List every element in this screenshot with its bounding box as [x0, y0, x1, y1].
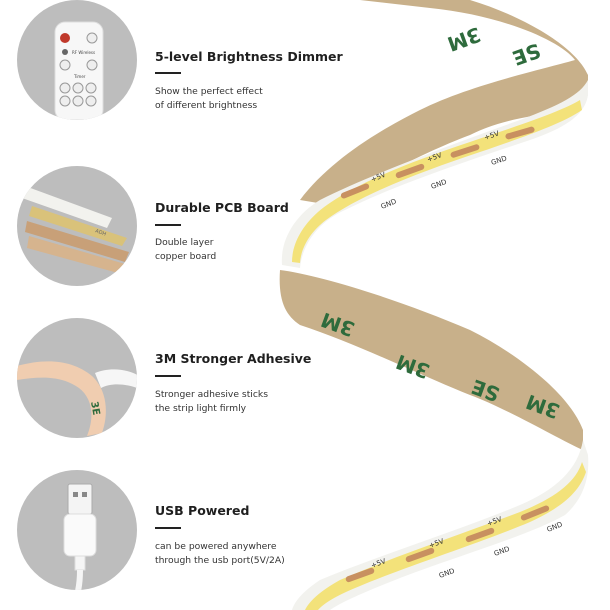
remote-brand-text: RF Wireless [72, 50, 95, 55]
strip-gnd-label: GND [380, 197, 398, 210]
feature-desc-line: through the usb port(5V/2A) [155, 555, 285, 566]
strip-tape-label: SE [509, 38, 544, 70]
strip-pcb-upper [281, 80, 588, 268]
strip-tape-middle [279, 270, 583, 450]
strip-gnd-label: GND [438, 567, 456, 580]
strip-gnd-label: GND [493, 545, 511, 558]
feature-desc-line: Stronger adhesive sticks [155, 389, 269, 400]
feature-title-usb: USB Powered [155, 503, 250, 518]
pcb-layers-icon: ADH [17, 166, 137, 286]
strip-pads [340, 126, 550, 583]
strip-led-lower [305, 462, 586, 610]
remote-timer-text: Timer [73, 74, 86, 79]
feature-desc-line: Double layer [155, 237, 214, 248]
feature-desc-line: can be powered anywhere [155, 541, 277, 552]
feature-desc-dimmer: Show the perfect effect of different bri… [155, 85, 263, 113]
feature-title-pcb: Durable PCB Board [155, 200, 289, 215]
strip-gnd-label: GND [430, 178, 448, 191]
feature-desc-line: the strip light firmly [155, 403, 247, 414]
strip-tape-label: 3M [444, 22, 484, 56]
feature-divider [155, 224, 181, 226]
remote-control-icon: RF Wireless Timer [17, 0, 137, 120]
feature-desc-line: copper board [155, 251, 217, 262]
feature-desc-line: of different brightness [155, 100, 258, 111]
feature-divider [155, 375, 181, 377]
strip-gnd-label: GND [490, 154, 508, 167]
tape-mark-text: 3E [88, 401, 101, 417]
adhesive-tape-icon: 3E [17, 318, 137, 438]
feature-desc-line: Show the perfect effect [155, 86, 263, 97]
strip-led-upper [292, 100, 582, 263]
feature-divider [155, 527, 181, 529]
feature-desc-adhesive: Stronger adhesive sticks the strip light… [155, 388, 268, 416]
feature-desc-pcb: Double layer copper board [155, 236, 216, 264]
feature-desc-usb: can be powered anywhere through the usb … [155, 540, 285, 568]
feature-title-adhesive: 3M Stronger Adhesive [155, 351, 312, 366]
pcb-mark-text: ADH [94, 228, 107, 237]
strip-tape-top [300, 0, 588, 205]
feature-divider [155, 72, 181, 74]
strip-pcb-lower [292, 440, 589, 610]
feature-title-dimmer: 5-level Brightness Dimmer [155, 49, 343, 64]
usb-plug-icon [17, 470, 137, 590]
